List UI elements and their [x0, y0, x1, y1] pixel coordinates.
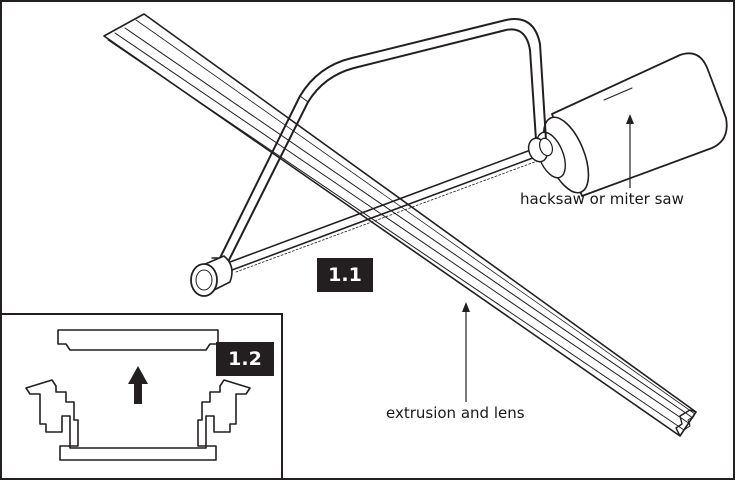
- step-badge-1-2: 1.2: [216, 342, 274, 376]
- extrusion-callout-label: extrusion and lens: [386, 404, 525, 422]
- extrusion-callout-arrow: [462, 302, 470, 402]
- inset-panel: [0, 313, 283, 480]
- channel-profile: [25, 379, 251, 461]
- hacksaw-front-knob: [190, 255, 233, 297]
- hacksaw: [190, 18, 728, 297]
- lens-profile: [57, 329, 219, 351]
- up-arrow-icon: [128, 366, 148, 404]
- saw-callout-label: hacksaw or miter saw: [520, 190, 684, 208]
- hacksaw-handle: [535, 52, 728, 197]
- step-badge-1-1: 1.1: [317, 258, 373, 292]
- blade-tensioner: [527, 137, 554, 163]
- hacksaw-blade: [229, 147, 541, 273]
- saw-callout-arrow: [626, 114, 634, 188]
- extrusion-channel: [103, 13, 697, 437]
